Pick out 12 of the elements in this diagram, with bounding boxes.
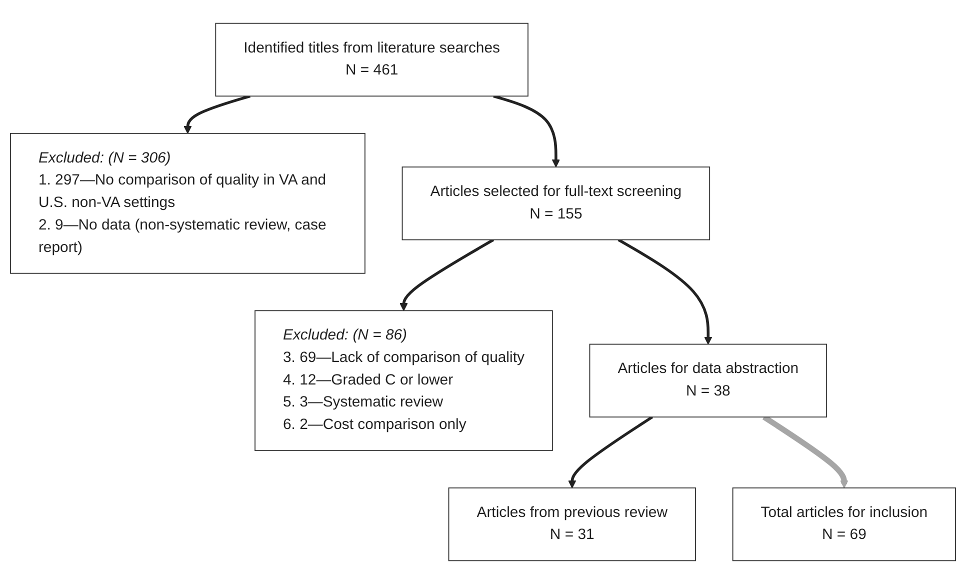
- node-box: Articles for data abstraction N = 38: [589, 344, 828, 418]
- arrow: [184, 94, 251, 134]
- arrow: [400, 238, 494, 312]
- arrow: [568, 416, 654, 488]
- node-box: Total articles for inclusion N = 69: [732, 487, 956, 562]
- node-box: Excluded: (N = 86) 3. 69—Lack of comparison of quality 4. 12—Graded C or lower 5. 3—Systematic review 6. 2—Cost comparison only: [254, 310, 553, 452]
- node-box: Articles from previous review N = 31: [448, 487, 696, 562]
- node-box: Articles selected for full-text screening N = 155: [402, 166, 710, 240]
- arrow: [493, 94, 560, 168]
- node-box: Identified titles from literature searches N = 461: [215, 22, 528, 97]
- arrow: [618, 238, 712, 345]
- node-box: Excluded: (N = 306) 1. 297—No comparison of quality in VA and U.S. non-VA settings 2. 9—No data (non-systematic review, case report): [10, 132, 366, 274]
